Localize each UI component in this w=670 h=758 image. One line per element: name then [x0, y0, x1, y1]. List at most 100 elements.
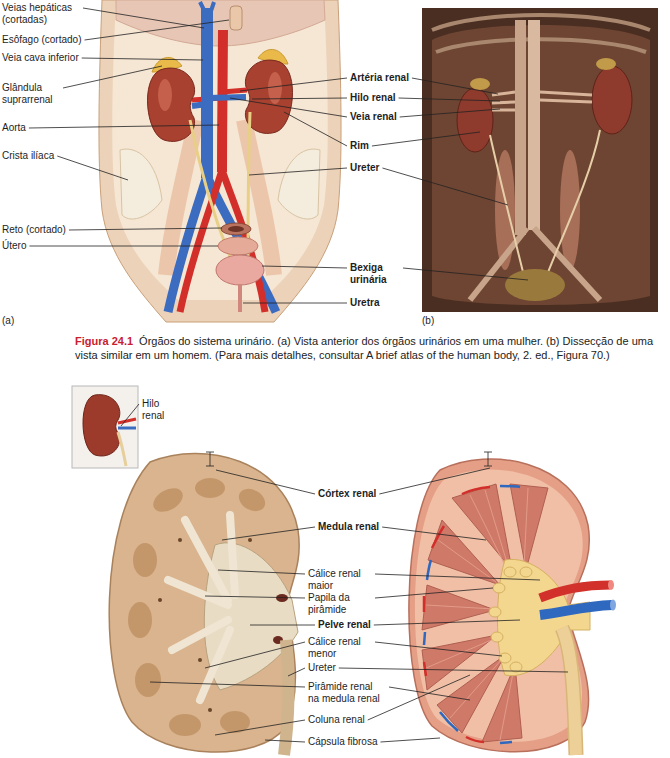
inferior-vena-cava — [201, 8, 213, 178]
rectum — [221, 223, 251, 235]
kidney-section-photo — [109, 453, 299, 752]
minor-calyx — [520, 567, 532, 577]
urinary-bladder — [216, 255, 264, 285]
pyramid-photo — [235, 484, 269, 515]
label-slot: Ureter — [350, 162, 379, 174]
leader-line — [382, 168, 508, 205]
urethra — [238, 284, 242, 312]
part-label: Veia cava inferior — [2, 52, 79, 64]
aorta — [222, 30, 223, 172]
renal-vessels — [492, 92, 592, 110]
adrenal-gland — [596, 58, 616, 70]
part-label: (a) — [2, 315, 14, 327]
leader-line — [379, 468, 490, 494]
part-label: Esôfago (cortado) — [2, 34, 82, 46]
part-label: Cápsula fibrosa — [308, 736, 377, 748]
part-label: Glândula suprarrenal — [2, 82, 60, 106]
label-slot: Pirâmide renal na medula renal — [308, 681, 386, 705]
label-slot: Uretra — [350, 297, 379, 309]
leader-line — [389, 687, 470, 700]
part-label: Cálice renal maior — [308, 568, 372, 592]
pyramid-photo — [169, 714, 201, 736]
minor-calyx — [493, 583, 505, 593]
leader-line — [216, 470, 315, 494]
vessel-cut-end — [610, 600, 616, 611]
rectum-lumen — [228, 226, 244, 232]
ureter-photo — [284, 640, 288, 755]
minor-calyces — [489, 567, 532, 672]
ureter-drawn — [562, 628, 576, 755]
leader-line — [380, 738, 440, 742]
label-slot: Veias hepáticas (cortadas) — [2, 2, 80, 26]
pyramid-photo — [128, 602, 152, 638]
leader-line — [205, 642, 305, 668]
renal-vein-drawn — [540, 605, 612, 615]
pyramid-photo — [133, 543, 157, 577]
part-label: Veias hepáticas (cortadas) — [2, 2, 80, 26]
leader-line — [29, 246, 218, 247]
renal-artery-drawn — [540, 585, 610, 598]
caption-text: Órgãos do sistema urinário. (a) Vista an… — [75, 335, 653, 361]
leader-line — [250, 625, 315, 626]
body-wall — [99, 0, 341, 322]
iliac-bone — [278, 149, 320, 219]
pyramid-photo — [149, 483, 187, 516]
part-label: Veia renal — [350, 111, 397, 123]
part-label: Ureter — [308, 662, 336, 674]
leader-line — [412, 78, 498, 94]
label-slot: Córtex renal — [318, 488, 376, 500]
minor-calyx — [510, 662, 522, 672]
ureter — [545, 130, 600, 280]
label-slot: (b) — [422, 315, 434, 327]
label-slot: Rim — [350, 140, 369, 152]
label-slot: Pelve renal — [318, 619, 371, 631]
leader-line — [240, 78, 347, 91]
iliac-vein — [207, 176, 276, 312]
psoas-muscle — [560, 150, 580, 270]
part-label: Papila da pirâmide — [308, 592, 372, 616]
aorta — [528, 20, 540, 230]
figure-number: Figura 24.1 — [75, 335, 133, 347]
arcuate-arteries — [424, 487, 490, 742]
renal-vein — [207, 97, 246, 98]
leader-line — [284, 112, 347, 146]
leader-line — [368, 675, 470, 720]
ureter — [490, 135, 525, 280]
leader-line — [121, 404, 139, 426]
leader-line — [288, 668, 305, 676]
rib — [432, 15, 650, 52]
part-label: Rim — [350, 140, 369, 152]
pyramid-photo — [195, 478, 225, 498]
leader-line — [252, 98, 347, 99]
kidney — [245, 60, 292, 133]
leader-line — [83, 8, 204, 28]
leader-line — [218, 570, 305, 574]
label-slot: Artéria renal — [350, 72, 409, 84]
leader-line — [374, 620, 520, 625]
leader-line — [243, 303, 347, 304]
vessel-cut-end — [608, 580, 614, 590]
iliac-bone — [120, 149, 162, 219]
leader-line — [375, 642, 502, 656]
arcuate-veins — [424, 486, 520, 743]
label-slot: Medula renal — [318, 521, 379, 533]
label-slot: Hilo renal — [350, 92, 396, 104]
kidney — [457, 88, 493, 152]
inset-frame — [72, 386, 138, 468]
tissue-spot — [248, 538, 252, 542]
tissue-spot — [178, 538, 182, 542]
label-slot: Coluna renal — [308, 714, 365, 726]
tissue-spot — [208, 708, 212, 712]
fibrous-capsule — [409, 459, 589, 752]
body-cavity — [432, 25, 650, 305]
pyramid-photo — [135, 663, 161, 697]
kidney — [592, 66, 632, 134]
part-label: Coluna renal — [308, 714, 365, 726]
urinary-bladder — [505, 269, 565, 301]
part-label: Artéria renal — [350, 72, 409, 84]
leader-line — [403, 268, 528, 280]
label-slot: Glândula suprarrenal — [2, 82, 60, 106]
part-label: Útero — [2, 240, 26, 252]
tissue-spot — [158, 598, 162, 602]
